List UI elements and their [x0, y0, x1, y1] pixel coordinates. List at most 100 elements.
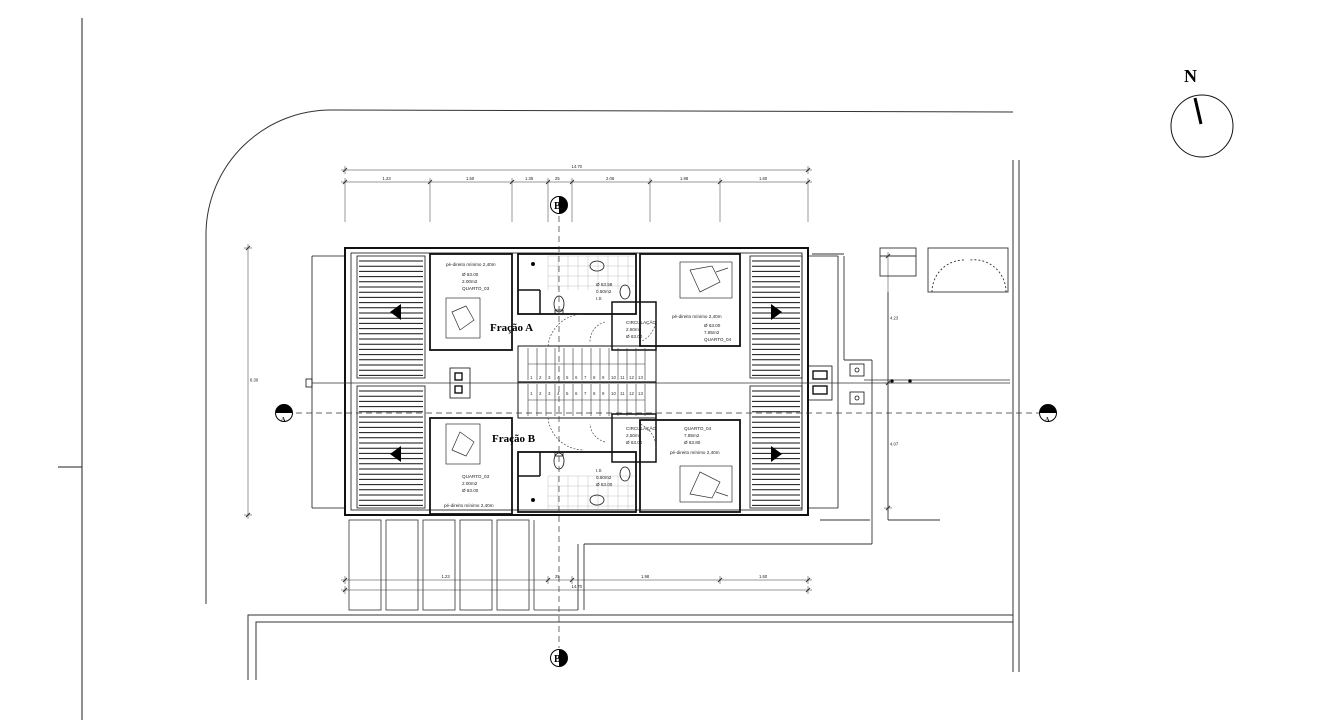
- dimension-label: 25: [555, 574, 560, 579]
- sink-icon: [589, 494, 605, 506]
- dimension-label: 1.23: [383, 176, 392, 181]
- dimension-label: 4.23: [890, 316, 899, 321]
- plot-boundary: [205, 109, 1020, 680]
- section-marker: B: [550, 649, 568, 667]
- stair-step-number: 4: [557, 375, 560, 380]
- page-border: [58, 18, 83, 720]
- parking-bays: [348, 519, 578, 611]
- room-label-b-right-bedroom: QUARTO_04 7.85m2 Ø 63.80 pé-direito míni…: [670, 426, 720, 455]
- north-arrow: N: [1170, 66, 1234, 158]
- svg-text:7.85m2: 7.85m2: [684, 433, 700, 438]
- dimension-label: 25: [555, 176, 560, 181]
- svg-text:I.S: I.S: [596, 468, 602, 473]
- svg-text:Ø 63.00: Ø 63.00: [462, 272, 479, 277]
- svg-text:CIRCULAÇÃO: CIRCULAÇÃO: [626, 425, 657, 431]
- svg-text:pé-direito mínimo 2,40m: pé-direito mínimo 2,40m: [672, 314, 722, 319]
- dimension-label: 1.98: [641, 574, 650, 579]
- svg-text:Ø 63.00: Ø 63.00: [626, 334, 643, 339]
- stair-step-number: 10: [611, 391, 616, 396]
- stair-step-number: 2: [539, 375, 542, 380]
- stair-step-number: 13: [638, 375, 643, 380]
- arrow-right-icon: [771, 304, 782, 320]
- svg-text:Ø 63.00: Ø 63.00: [704, 323, 721, 328]
- svg-text:Ø 63.58: Ø 63.58: [596, 282, 613, 287]
- bath-fixtures: [531, 260, 631, 506]
- room-label-b-bath: I.S 0.50m2 Ø 63.00: [596, 468, 613, 487]
- section-marker-label: A: [1045, 417, 1050, 423]
- stair-step-number: 7: [584, 375, 587, 380]
- room-label-a-right-bedroom: pé-direito mínimo 2,40m Ø 63.00 7.85m2 Q…: [672, 314, 732, 342]
- room-label-b-circulation: CIRCULAÇÃO 2.50m2 Ø 63.00: [626, 425, 657, 445]
- stair-step-number: 5: [566, 391, 569, 396]
- dimension-label: 1.60: [759, 176, 768, 181]
- svg-text:2.50m2: 2.50m2: [626, 433, 642, 438]
- unit-b-title: Fração B: [492, 433, 536, 445]
- svg-text:0.50m2: 0.50m2: [596, 475, 612, 480]
- stair-step-number: 5: [566, 375, 569, 380]
- svg-text:QUARTO_04: QUARTO_04: [704, 337, 732, 342]
- room-label-a-circulation: CIRCULAÇÃO 2.50m2 Ø 63.00: [626, 319, 657, 339]
- svg-text:0.50m2: 0.50m2: [596, 289, 612, 294]
- bed-icon: [679, 465, 733, 503]
- stair-step-number: 6: [575, 391, 578, 396]
- dimension-label: 1.50: [466, 176, 475, 181]
- stair-step-number: 13: [638, 391, 643, 396]
- unit-a-title: Fração A: [490, 322, 533, 334]
- arrow-left-icon: [390, 446, 401, 462]
- stair-step-number: 8: [593, 375, 596, 380]
- section-marker: A: [1039, 404, 1057, 423]
- dimension-label: 1.35: [525, 176, 534, 181]
- section-lines: [296, 216, 1040, 648]
- louver-panels: [356, 255, 803, 509]
- section-marker-label: A: [281, 417, 286, 423]
- dimension-label: 14.70: [572, 584, 583, 589]
- svg-text:2.00m2: 2.00m2: [462, 279, 478, 284]
- svg-text:pé-direito mínimo 2,40m: pé-direito mínimo 2,40m: [670, 450, 720, 455]
- section-marker-label: B: [554, 201, 561, 212]
- svg-text:QUARTO_04: QUARTO_04: [684, 426, 712, 431]
- toilet-icon: [619, 284, 631, 300]
- stair-step-number: 1: [530, 375, 533, 380]
- dimension-lines: [244, 166, 892, 594]
- room-label-a-left-bedroom: pé-direito mínimo 2,40m Ø 63.00 2.00m2 Q…: [446, 262, 496, 291]
- dimension-label: 14.70: [572, 164, 583, 169]
- bath-tiles: [547, 255, 634, 510]
- stair-step-number: 7: [584, 391, 587, 396]
- svg-text:Ø 63.00: Ø 63.00: [596, 482, 613, 487]
- section-marker: B: [550, 196, 568, 214]
- svg-text:Ø 63.00: Ø 63.00: [626, 440, 643, 445]
- stair-step-number: 2: [539, 391, 542, 396]
- desk-icon: [445, 297, 481, 339]
- dimension-label: 1.60: [759, 574, 768, 579]
- room-label-b-left-bedroom: QUARTO_03 2.00m2 Ø 63.00 pé-direito míni…: [444, 474, 494, 508]
- stair-step-number: 8: [593, 391, 596, 396]
- dimension-label: 4.07: [890, 442, 899, 447]
- stair-step-number: 12: [629, 375, 634, 380]
- compass-icon: [1170, 94, 1234, 158]
- stair-step-number: 11: [620, 391, 625, 396]
- service-line: [312, 379, 1010, 384]
- furniture: [445, 261, 733, 503]
- stair-step-number: 10: [611, 375, 616, 380]
- stair-step-number: 12: [629, 391, 634, 396]
- dimension-label: 1.23: [442, 574, 451, 579]
- desk-icon: [445, 423, 481, 465]
- door-swings: [547, 313, 657, 451]
- arrow-left-icon: [390, 304, 401, 320]
- svg-text:QUARTO_03: QUARTO_03: [462, 286, 490, 291]
- bed-icon: [679, 261, 733, 299]
- svg-text:pé-direito mínimo 2,40m: pé-direito mínimo 2,40m: [444, 503, 494, 508]
- svg-text:I.S: I.S: [596, 296, 602, 301]
- north-label: N: [1184, 66, 1197, 86]
- stair-step-number: 9: [602, 391, 605, 396]
- stair-step-number: 4: [557, 391, 560, 396]
- dimension-label: 8.30: [250, 378, 259, 383]
- stair-step-number: 3: [548, 391, 551, 396]
- svg-text:2.50m2: 2.50m2: [626, 327, 642, 332]
- dimension-label: 1.98: [680, 176, 689, 181]
- svg-text:QUARTO_03: QUARTO_03: [462, 474, 490, 479]
- stair-step-number: 1: [530, 391, 533, 396]
- svg-text:7.85m2: 7.85m2: [704, 330, 720, 335]
